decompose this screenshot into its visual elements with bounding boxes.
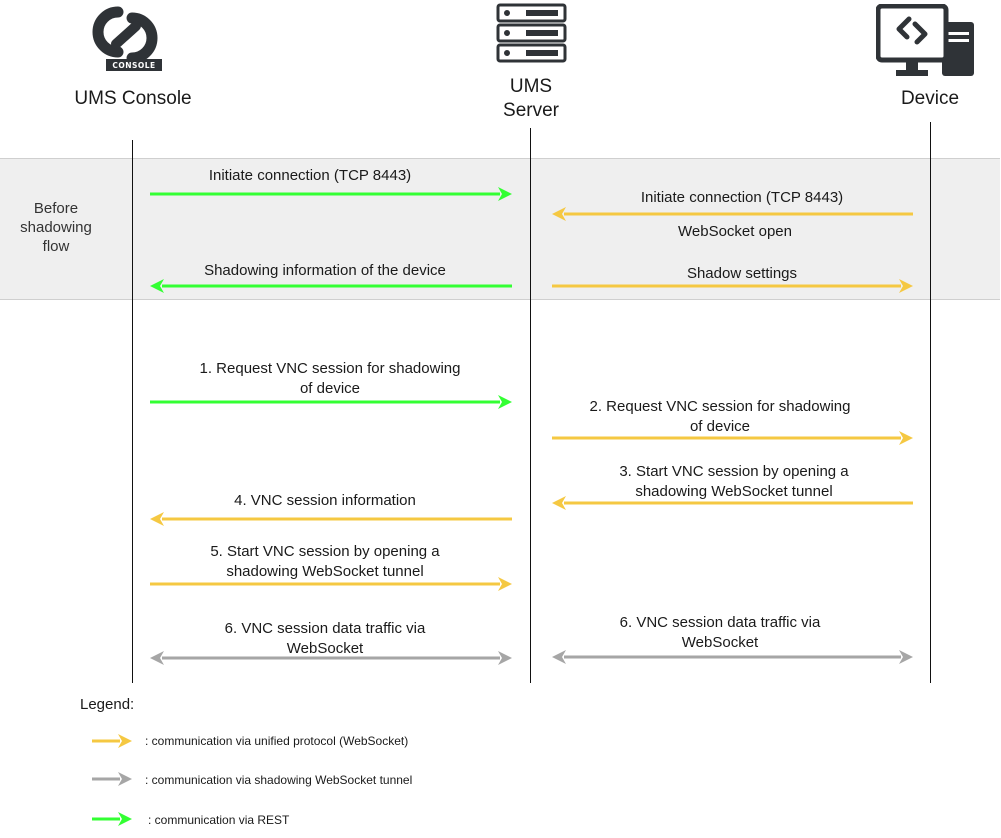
msg-s3-line1: 3. Start VNC session by opening a (619, 463, 849, 480)
msg-s3-line2: shadowing WebSocket tunnel (635, 483, 833, 500)
msg-s6b-label: 6. VNC session data traffic via WebSocke… (540, 613, 900, 653)
msg-s2-label: 2. Request VNC session for shadowing of … (540, 397, 900, 437)
console-badge: CONSOLE (112, 61, 155, 70)
msg-s5-line2: shadowing WebSocket tunnel (226, 563, 424, 580)
msg-s4-line: 4. VNC session information (234, 492, 416, 509)
msg-s1-line1: 1. Request VNC session for shadowing (199, 360, 461, 377)
msg-m4-line: Shadowing information of the device (204, 262, 446, 279)
msg-s5-line1: 5. Start VNC session by opening a (210, 543, 440, 560)
msg-m3-line: WebSocket open (678, 223, 792, 240)
arrow-m4 (150, 279, 512, 293)
lifeline-console (132, 140, 133, 683)
msg-m3-label: WebSocket open (585, 222, 885, 242)
msg-s4-label: 4. VNC session information (160, 491, 490, 511)
arrow-m1 (150, 187, 512, 201)
msg-s6b-line2: WebSocket (681, 634, 759, 651)
lifeline-device (930, 122, 931, 683)
arrow-s6a (150, 651, 512, 665)
legend-item-websocket: : communication via unified protocol (We… (145, 734, 409, 748)
console-logo-icon: CONSOLE (92, 6, 162, 71)
lifeline-server (530, 128, 531, 683)
arrow-s6b (552, 650, 913, 664)
legend-item-rest: : communication via REST (148, 813, 290, 827)
msg-s3-label: 3. Start VNC session by opening a shadow… (554, 462, 914, 502)
legend-arrow-rest (92, 812, 132, 826)
participant-ums-server-line2: Server (503, 100, 559, 121)
msg-m1-line: Initiate connection (TCP 8443) (208, 167, 412, 184)
msg-s6b-line1: 6. VNC session data traffic via (619, 614, 821, 631)
before-shadowing-band (0, 158, 1000, 300)
band-label: Before shadowing flow (20, 200, 92, 255)
msg-s2-line2: of device (689, 418, 751, 435)
desktop-computer-icon (876, 4, 974, 76)
msg-s1-line2: of device (299, 380, 361, 397)
participant-ums-server-line1: UMS (509, 76, 553, 97)
msg-m2-label: Initiate connection (TCP 8443) (592, 188, 892, 208)
server-rack-icon (496, 3, 567, 63)
msg-s6a-label: 6. VNC session data traffic via WebSocke… (145, 619, 505, 659)
msg-m1-label: Initiate connection (TCP 8443) (160, 166, 460, 186)
msg-m5-line: Shadow settings (686, 265, 798, 282)
arrow-s4 (150, 512, 512, 526)
msg-m5-label: Shadow settings (592, 264, 892, 284)
arrow-s5 (150, 577, 512, 591)
msg-s1-label: 1. Request VNC session for shadowing of … (150, 359, 510, 399)
legend-title: Legend: (80, 696, 135, 713)
arrow-s2 (552, 431, 913, 445)
arrow-m5 (552, 279, 913, 293)
participant-device: Device (900, 88, 960, 109)
participant-ums-console: UMS Console (74, 88, 192, 109)
arrow-s1 (150, 395, 512, 409)
legend-item-tunnel: : communication via shadowing WebSocket … (145, 773, 413, 787)
msg-s5-label: 5. Start VNC session by opening a shadow… (145, 542, 505, 582)
arrow-m2 (552, 207, 913, 221)
msg-s6a-line1: 6. VNC session data traffic via (224, 620, 426, 637)
arrow-s3 (552, 496, 913, 510)
msg-s6a-line2: WebSocket (286, 640, 364, 657)
msg-s2-line1: 2. Request VNC session for shadowing (589, 398, 851, 415)
legend-arrow-tunnel (92, 772, 132, 786)
msg-m2-line: Initiate connection (TCP 8443) (640, 189, 844, 206)
participant-ums-server: UMS Server (461, 75, 601, 123)
legend-arrow-websocket (92, 734, 132, 748)
msg-m4-label: Shadowing information of the device (155, 261, 495, 281)
